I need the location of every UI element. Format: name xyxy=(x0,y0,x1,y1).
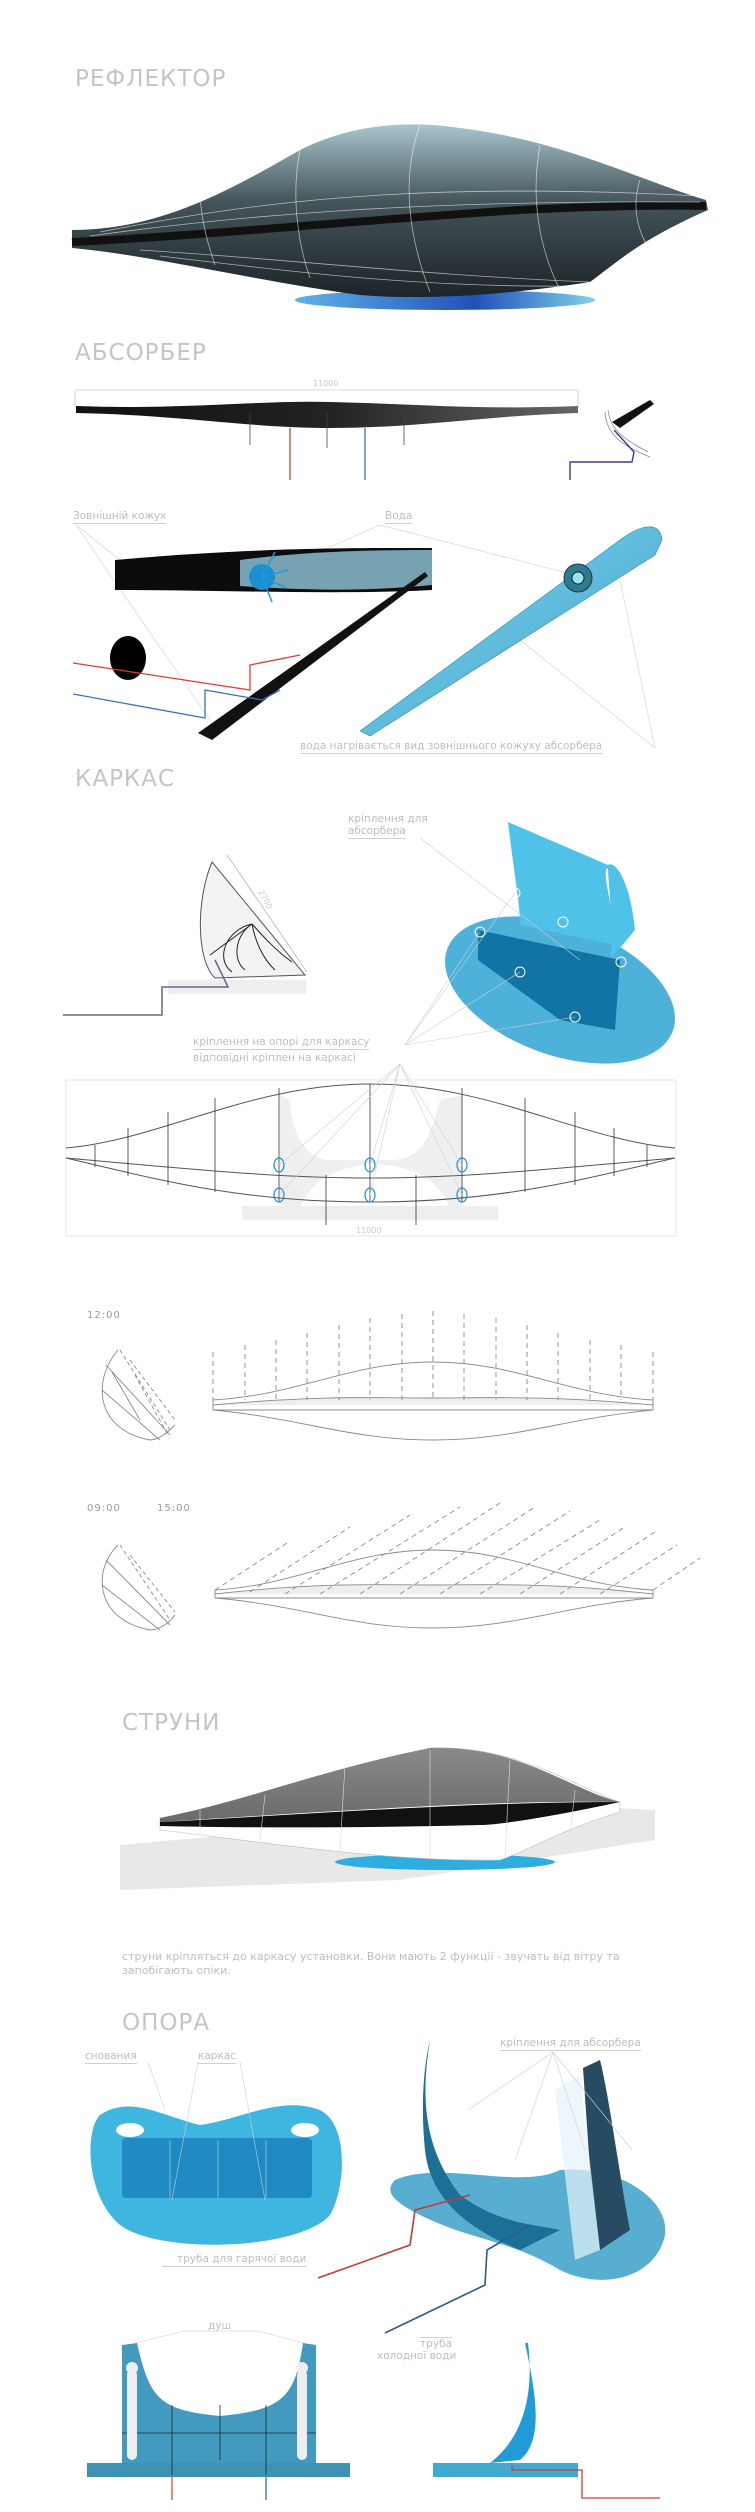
support-3d-view xyxy=(317,2040,666,2334)
hot-pipe xyxy=(72,654,301,691)
frame-dimension: 11000 xyxy=(356,1226,382,1235)
strings-render xyxy=(120,1747,655,1890)
cold-pipe xyxy=(72,689,281,719)
section-title-absorber: АБСОРБЕР xyxy=(75,340,207,366)
absorber-elevation xyxy=(74,389,579,480)
label-water: Вода xyxy=(385,510,413,524)
hot-pipe xyxy=(317,2194,471,2279)
reflector-strings xyxy=(89,124,701,293)
frame-elevation xyxy=(65,1063,677,1237)
absorber-dimension: 11000 xyxy=(313,379,339,388)
label-cold-pipe-1: труба xyxy=(420,2337,452,2350)
label-cold-pipe-2: холодної води xyxy=(377,2350,457,2362)
section-title-support: ОПОРА xyxy=(122,2010,211,2036)
heat-arrows xyxy=(261,551,289,603)
sun-study-morning-afternoon xyxy=(101,1502,701,1631)
absorber-exploded xyxy=(72,524,663,749)
absorber-spike xyxy=(198,572,428,740)
time-morning: 09:00 xyxy=(87,1503,121,1514)
label-outer-shell: Зовнішній кожух xyxy=(73,510,167,524)
reflector-shell xyxy=(72,124,708,298)
strings-description: струни кріпляться до каркасу установки. … xyxy=(122,1950,620,1977)
label-absorber-mount-2: абсорбера xyxy=(348,825,406,839)
label-frame-mounts: відповідні кріплен на каркасі xyxy=(193,1052,356,1064)
label-shower: душ xyxy=(208,2320,232,2332)
label-hot-pipe: труба для гарячої води xyxy=(162,2253,307,2267)
mount-markers xyxy=(273,1157,468,1203)
water-layer xyxy=(240,550,432,590)
label-absorber-mount-1: кріплення для xyxy=(348,813,428,825)
label-frame: каркас xyxy=(198,2050,236,2064)
section-title-reflector: РЕФЛЕКТОР xyxy=(75,66,227,92)
sun-study-noon xyxy=(101,1311,654,1441)
frame-3d-render xyxy=(404,822,675,1064)
pipe xyxy=(63,959,230,1016)
support-top-view xyxy=(90,2061,342,2245)
section-title-strings: СТРУНИ xyxy=(122,1710,221,1736)
absorber-end-cap xyxy=(110,636,146,680)
time-noon: 12:00 xyxy=(87,1310,121,1321)
absorber-section-detail xyxy=(569,400,654,480)
frame-section xyxy=(63,854,308,1016)
hot-pipe xyxy=(511,2465,660,2499)
human-figures xyxy=(126,2362,308,2460)
support-front-view xyxy=(87,2330,350,2500)
time-afternoon: 15:00 xyxy=(157,1503,191,1514)
support-side-view xyxy=(433,2343,660,2499)
cold-pipe xyxy=(384,2224,531,2334)
reflector-render xyxy=(71,124,708,310)
label-base: снования xyxy=(85,2050,137,2064)
label-absorber-mounts: кріплення для абсорбера xyxy=(500,2037,641,2051)
section-title-frame: КАРКАС xyxy=(75,766,176,792)
absorber-caption: вода нагрівається вид зовнішнього кожуху… xyxy=(300,740,603,754)
reflector-absorber-edge xyxy=(71,201,707,246)
label-support-mounts: кріплення на опорі для каркасу xyxy=(193,1036,370,1050)
